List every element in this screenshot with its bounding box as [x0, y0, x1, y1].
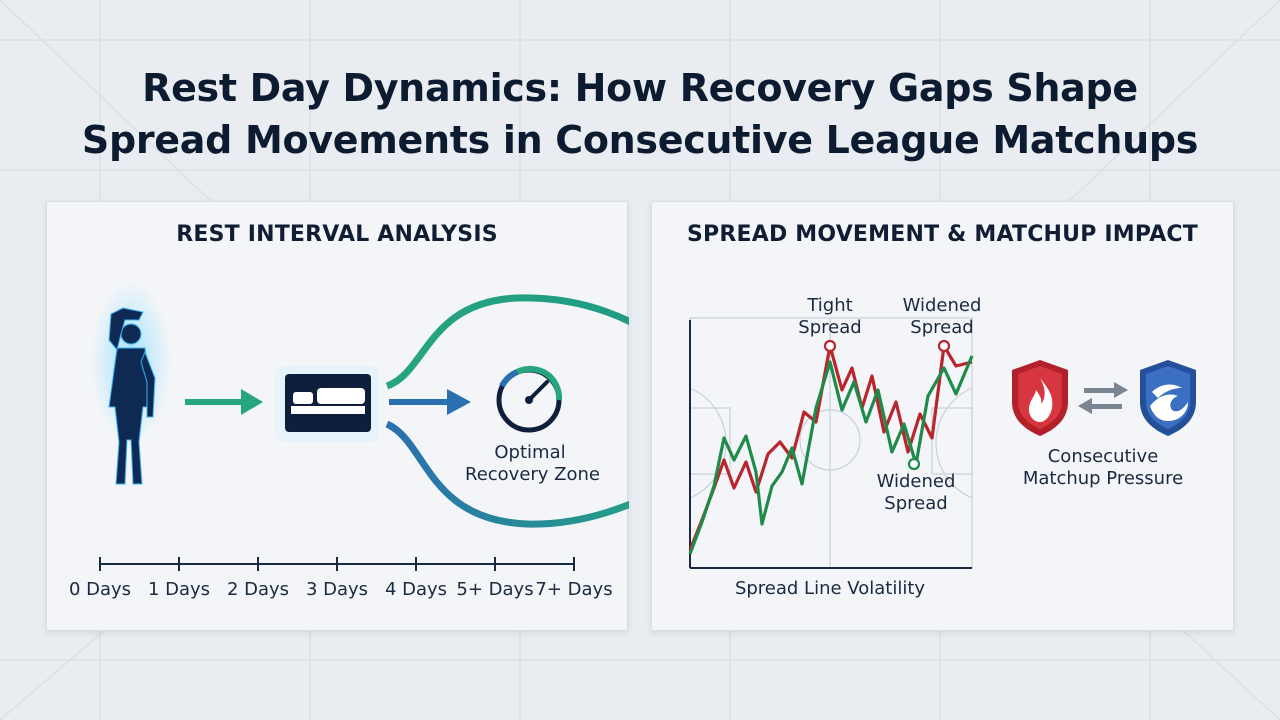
curved-arrow-up — [385, 294, 629, 390]
rest-timeline — [99, 557, 575, 571]
bed-icon — [275, 366, 379, 442]
timeline-label: 2 Days — [226, 579, 290, 600]
timeline-label: 0 Days — [68, 579, 132, 600]
spread-chart — [688, 317, 1196, 569]
widened-spread-top-label: Widened Spread — [902, 295, 982, 338]
gauge-icon — [496, 365, 563, 433]
flow-arrow-1 — [185, 389, 263, 415]
timeline-label: 4 Days — [384, 579, 448, 600]
matchup-pressure-label: Consecutive Matchup Pressure — [1022, 446, 1184, 489]
title-line-2: Spread Movements in Consecutive League M… — [81, 118, 1199, 162]
athlete-stretch-icon — [91, 282, 171, 485]
timeline-label: 7+ Days — [535, 579, 613, 600]
gauge-label: Optimal Recovery Zone — [465, 442, 601, 485]
chart-x-label: Spread Line Volatility — [734, 578, 926, 599]
spread-movement-panel: SPREAD MOVEMENT & MATCHUP IMPACT — [651, 201, 1234, 631]
series-line-green — [688, 355, 974, 555]
chart-axes — [689, 320, 972, 569]
timeline-label: 5+ Days — [456, 579, 534, 600]
series-line-red — [688, 344, 973, 551]
rest-interval-title: REST INTERVAL ANALYSIS — [176, 222, 498, 247]
tight-spread-label: Tight Spread — [798, 295, 862, 338]
curved-arrow-down — [385, 420, 629, 528]
page-title: Rest Day Dynamics: How Recovery Gaps Sha… — [0, 62, 1280, 166]
swap-arrows-icon — [1078, 382, 1128, 414]
timeline-label: 1 Days — [147, 579, 211, 600]
title-line-1: Rest Day Dynamics: How Recovery Gaps Sha… — [142, 66, 1138, 110]
rest-flow-diagram — [91, 282, 629, 571]
timeline-label: 3 Days — [305, 579, 369, 600]
annotation-markers — [823, 339, 951, 471]
rest-interval-panel: REST INTERVAL ANALYSIS — [46, 201, 629, 631]
spread-movement-title: SPREAD MOVEMENT & MATCHUP IMPACT — [687, 222, 1198, 247]
widened-spread-bottom-label: Widened Spread — [876, 471, 956, 514]
flame-shield-icon — [1012, 360, 1068, 436]
wave-shield-icon — [1140, 360, 1196, 436]
flow-arrow-2 — [389, 389, 471, 415]
